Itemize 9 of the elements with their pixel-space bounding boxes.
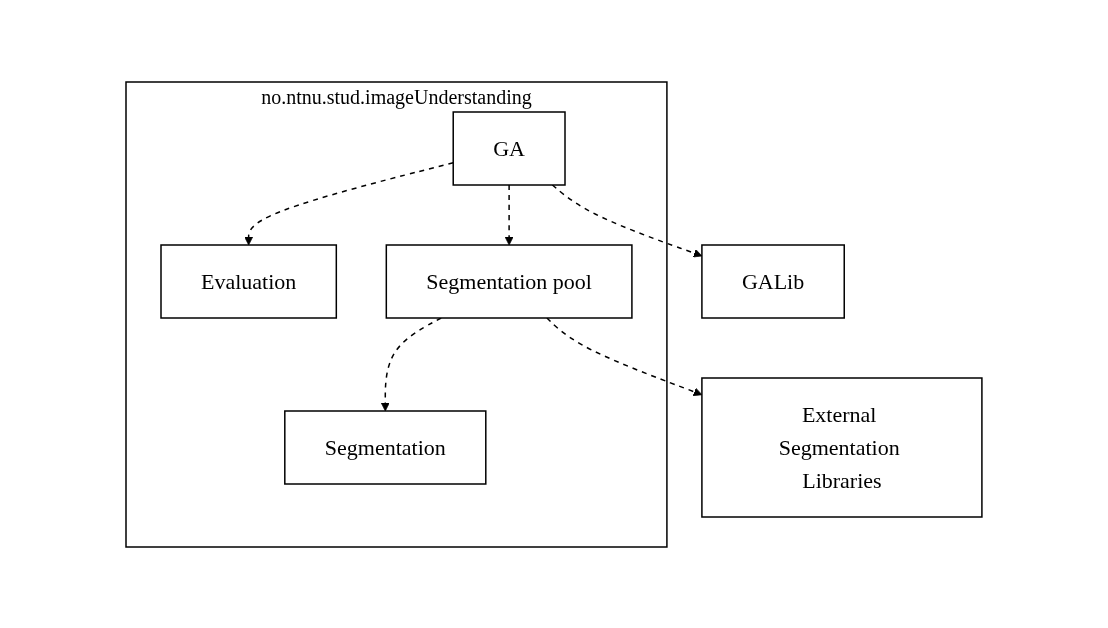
node-box: Segmentation bbox=[284, 409, 487, 485]
node-box: Segmentation pool bbox=[385, 243, 633, 319]
arrow bbox=[504, 183, 514, 245]
node-box: Evaluation bbox=[160, 243, 338, 319]
node-box: GA bbox=[452, 110, 566, 186]
arrow bbox=[380, 316, 442, 411]
arrow bbox=[244, 161, 454, 245]
node-box: External Segmentation Libraries bbox=[701, 376, 983, 518]
node-box: GALib bbox=[701, 243, 846, 319]
